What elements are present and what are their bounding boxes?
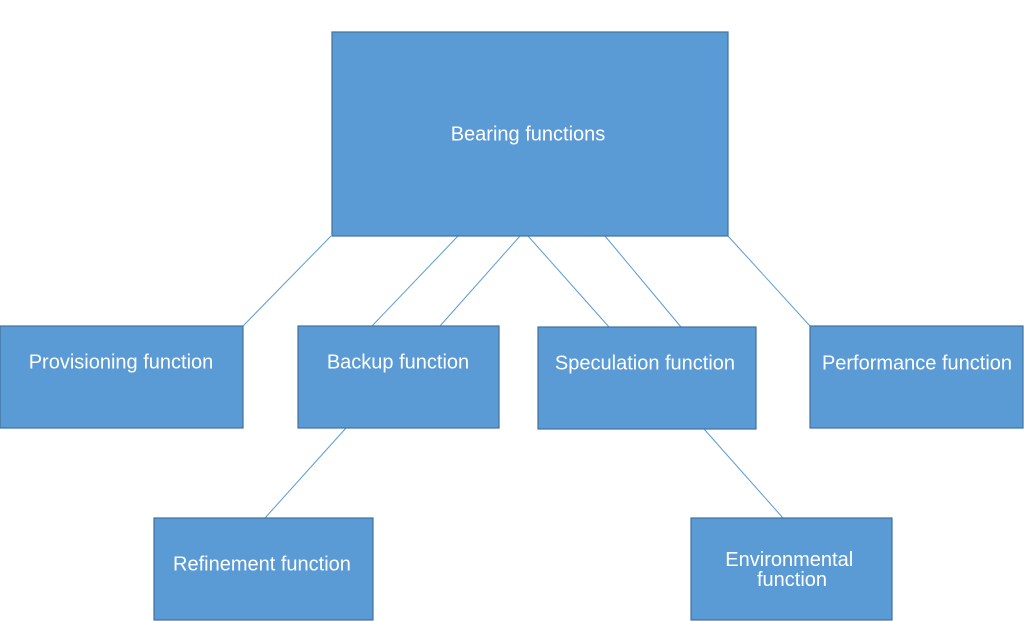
node-bearing-functions: Bearing functions <box>331 31 729 237</box>
node-label: Provisioning function <box>29 351 214 373</box>
connector-root-speculation-2 <box>604 235 682 328</box>
node-box <box>153 517 374 621</box>
node-speculation-function: Speculation function <box>537 326 757 430</box>
connector-root-backup-1 <box>371 235 459 327</box>
node-backup-function: Backup function <box>297 325 500 429</box>
connector-root-backup-2 <box>439 235 521 327</box>
connector-speculation-environmental <box>703 428 784 519</box>
node-box <box>297 325 500 429</box>
node-box <box>0 325 244 429</box>
node-environmental-function: Environmental function <box>690 517 893 621</box>
node-box <box>331 31 729 237</box>
connector-root-performance <box>727 235 811 327</box>
node-label: Speculation function <box>555 352 735 374</box>
node-label: Refinement function <box>173 553 351 575</box>
connector-root-speculation-1 <box>527 235 610 328</box>
node-label: Backup function <box>327 351 469 373</box>
node-provisioning-function: Provisioning function <box>0 325 244 429</box>
node-refinement-function: Refinement function <box>153 517 374 621</box>
node-label: Bearing functions <box>451 123 606 145</box>
node-label-line-2: function <box>757 569 827 591</box>
node-box <box>809 325 1024 429</box>
node-label: Environmental function <box>725 549 858 591</box>
node-box <box>537 326 757 430</box>
connector-root-provisioning <box>242 235 332 327</box>
node-box <box>690 517 893 621</box>
node-performance-function: Performance function <box>809 325 1024 429</box>
node-label: Performance function <box>822 352 1012 374</box>
connector-backup-refinement <box>264 427 347 519</box>
node-label-line-1: Environmental <box>725 549 853 571</box>
connectors <box>242 235 811 519</box>
